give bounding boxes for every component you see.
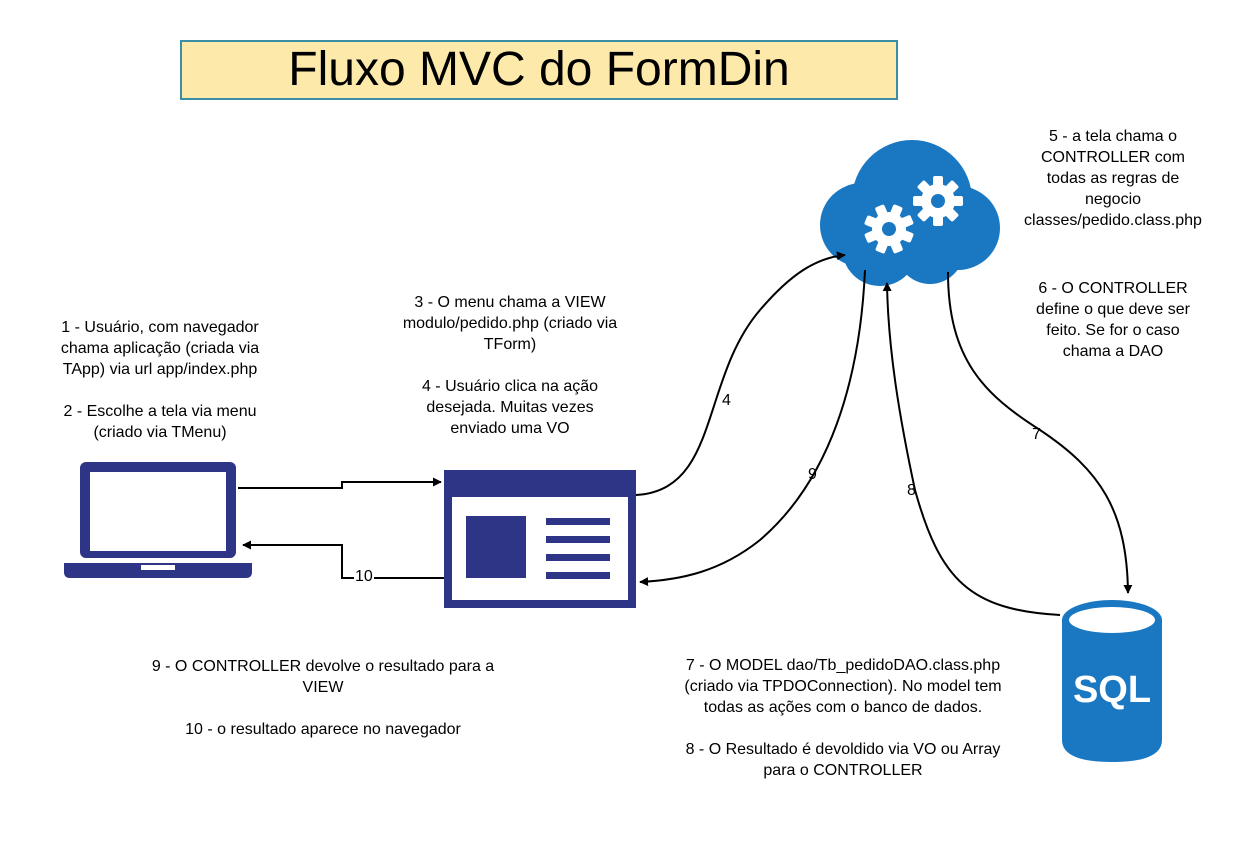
note-step-1-2: 1 - Usuário, com navegador chama aplicaç… xyxy=(60,319,260,441)
arrow-7-controller-to-model xyxy=(947,271,1133,594)
arrow-9-controller-to-view xyxy=(639,269,866,587)
arrow-label-7: 7 xyxy=(1032,426,1041,443)
laptop-icon xyxy=(64,462,252,578)
note-step-5: 5 - a tela chama o CONTROLLER com todas … xyxy=(1024,128,1202,229)
arrow-label-10: 10 xyxy=(354,568,374,586)
note-step-3-4: 3 - O menu chama a VIEW modulo/pedido.ph… xyxy=(402,294,618,437)
cloud-gears-icon xyxy=(820,140,1000,286)
arrow-label-9: 9 xyxy=(808,466,817,483)
page-title: Fluxo MVC do FormDin xyxy=(180,40,898,100)
sql-database-icon: SQL xyxy=(1062,600,1162,762)
arrow-8-model-to-controller xyxy=(882,282,1061,616)
note-step-7-8: 7 - O MODEL dao/Tb_pedidoDAO.class.php (… xyxy=(684,657,1002,779)
arrow-laptop-to-view xyxy=(238,477,442,489)
form-window-icon xyxy=(444,470,636,608)
title-text: Fluxo MVC do FormDin xyxy=(288,43,790,96)
note-step-9-10: 9 - O CONTROLLER devolve o resultado par… xyxy=(151,658,495,738)
arrow-view-to-laptop xyxy=(242,540,444,579)
arrow-4-view-to-controller xyxy=(635,251,846,496)
note-step-6: 6 - O CONTROLLER define o que deve ser f… xyxy=(1036,280,1190,360)
arrow-label-8: 8 xyxy=(907,482,916,499)
arrow-label-4: 4 xyxy=(722,392,731,409)
db-label: SQL xyxy=(1073,669,1151,711)
